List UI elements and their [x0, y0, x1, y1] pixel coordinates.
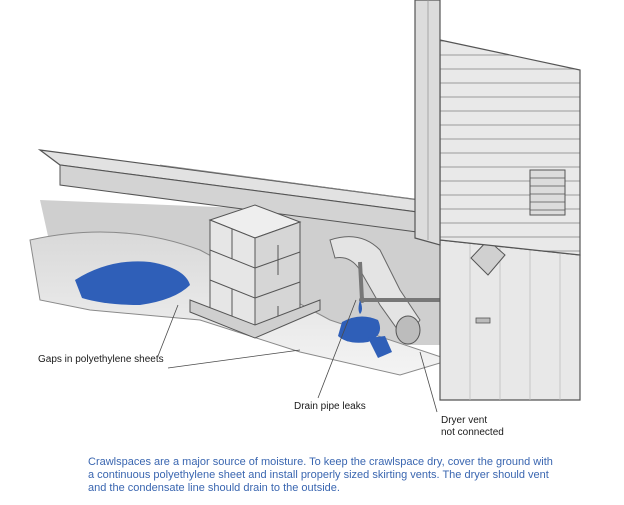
caption-line-3: and the condensate line should drain to …	[88, 482, 340, 494]
corner-trim	[414, 0, 441, 246]
water-drip	[358, 300, 362, 314]
figure-caption: Crawlspaces are a major source of moistu…	[88, 456, 588, 495]
water-puddle-small	[368, 336, 392, 358]
leader-lines	[157, 299, 438, 413]
dryer-vent-label-line2: not connected	[441, 427, 504, 438]
leader-dryer	[419, 351, 438, 413]
pier-footing	[189, 299, 321, 339]
leader-drain	[317, 299, 357, 399]
skirting-wall	[439, 239, 581, 401]
dryer-vent-opening	[395, 315, 421, 345]
skirting-vent	[470, 239, 506, 276]
water-puddle-left	[75, 261, 190, 305]
leader-gaps-2	[157, 304, 179, 357]
drain-outlet	[475, 317, 491, 324]
dryer-vent-label-line1: Dryer vent	[441, 415, 488, 426]
caption-line-2: a continuous polyethylene sheet and inst…	[88, 469, 549, 481]
leader-gaps	[167, 349, 301, 369]
block-pier	[208, 204, 302, 331]
dryer-vent-label: Dryer vent not connected	[441, 415, 504, 439]
wall-vent	[529, 169, 566, 216]
drain-leaks-label: Drain pipe leaks	[294, 401, 366, 412]
house-wall	[439, 39, 581, 256]
gaps-label: Gaps in polyethylene sheets	[38, 354, 164, 365]
caption-line-1: Crawlspaces are a major source of moistu…	[88, 456, 553, 468]
water-puddle-drain	[338, 316, 381, 343]
